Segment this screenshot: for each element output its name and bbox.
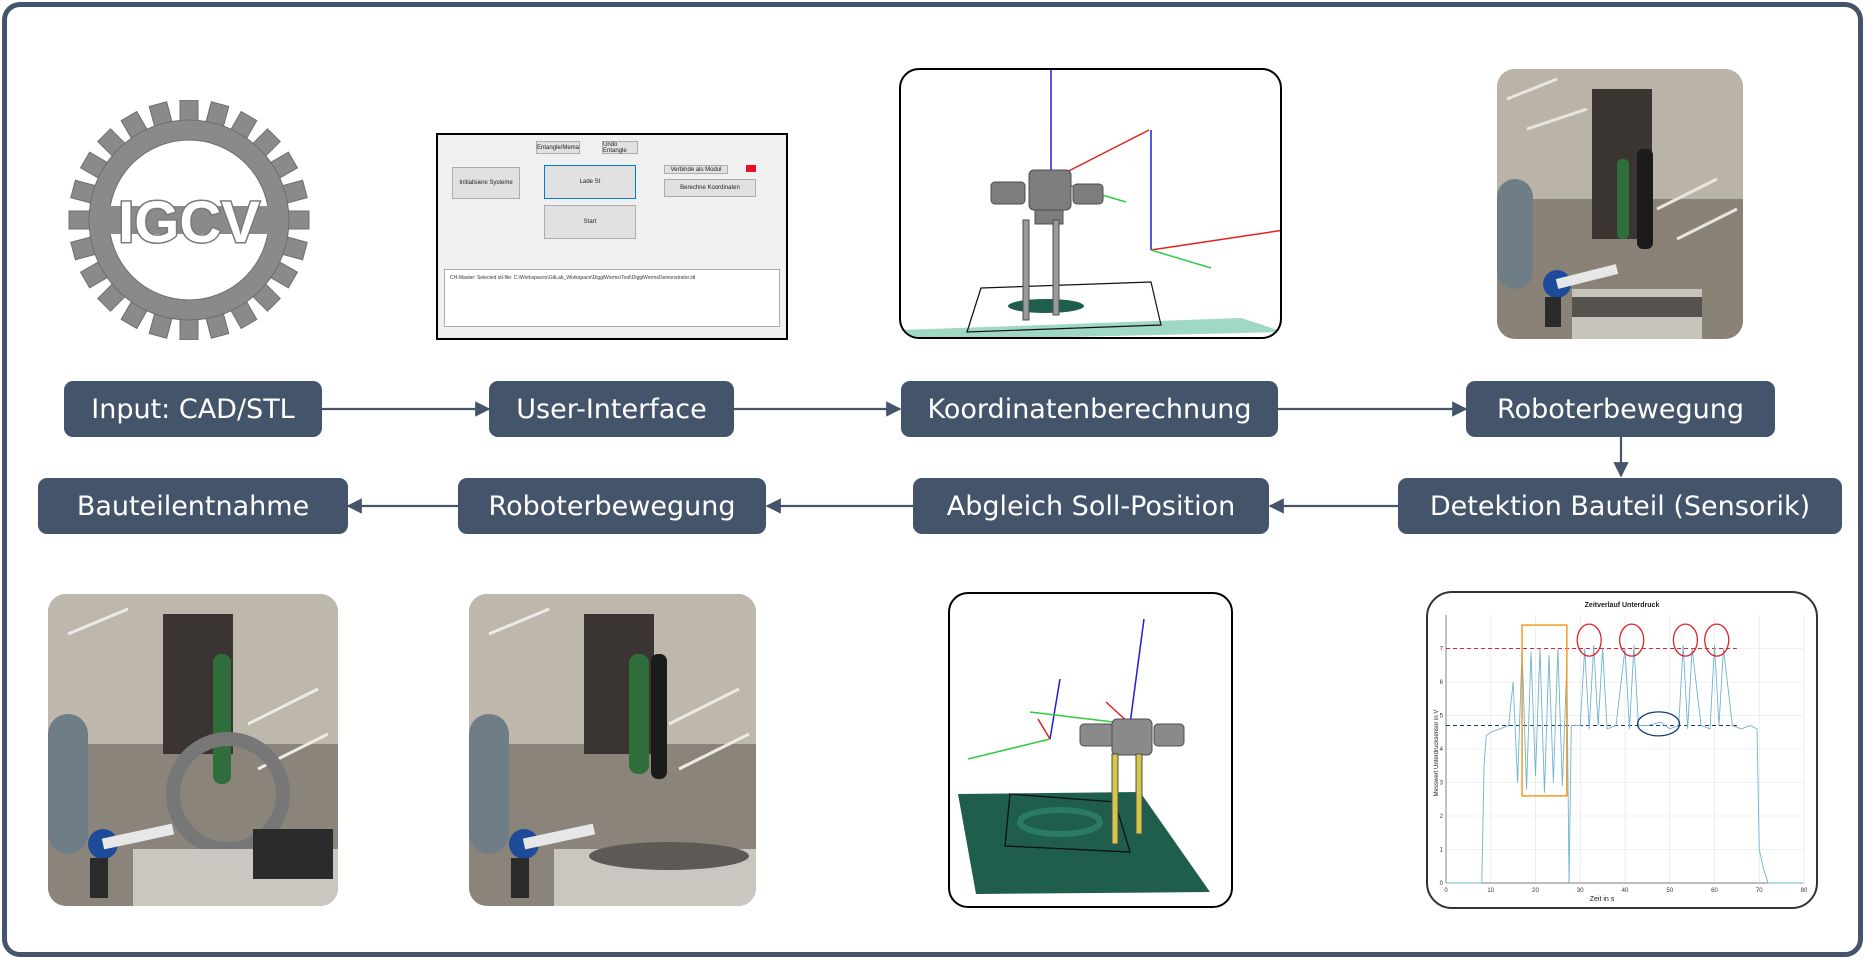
chart-title: Zeitverlauf Unterdruck bbox=[1585, 602, 1660, 609]
pressure-chart: Zeitverlauf Unterdruck Zeit in s Messwer… bbox=[1426, 591, 1818, 909]
chart-xtick-label: 40 bbox=[1622, 888, 1629, 894]
step-input-cad-stl: Input: CAD/STL bbox=[64, 381, 322, 437]
chart-xtick-label: 50 bbox=[1666, 888, 1673, 894]
chart-ytick-label: 2 bbox=[1440, 814, 1444, 820]
robot-photo-top bbox=[1497, 69, 1743, 339]
chart-xtick-label: 30 bbox=[1577, 888, 1584, 894]
chart-ytick-label: 7 bbox=[1440, 647, 1444, 653]
step-roboterbewegung-1: Roboterbewegung bbox=[1466, 381, 1775, 437]
step-koordinatenberechnung: Koordinatenberechnung bbox=[901, 381, 1278, 437]
ui-start-button: Start bbox=[544, 205, 636, 239]
abgleich-3d-view bbox=[948, 592, 1233, 908]
chart-highlight-circle bbox=[1620, 624, 1644, 656]
chart-highlight-circle bbox=[1673, 624, 1697, 656]
pressure-chart-svg: Zeitverlauf Unterdruck Zeit in s Messwer… bbox=[1428, 593, 1816, 907]
ui-screenshot: Entangle/Mema Undo Entangle Initialisier… bbox=[436, 133, 788, 340]
ui-undo-button: Undo Entangle bbox=[602, 141, 638, 154]
chart-ytick-label: 1 bbox=[1440, 848, 1444, 854]
igcv-logo-text: IGCV bbox=[118, 190, 260, 255]
ui-coords-button: Berechne Koordinaten bbox=[664, 179, 756, 197]
step-abgleich-soll-position: Abgleich Soll-Position bbox=[913, 478, 1269, 534]
ui-init-button: Initialisiere Systeme bbox=[452, 167, 520, 199]
chart-xlabel: Zeit in s bbox=[1590, 896, 1615, 903]
chart-ytick-label: 5 bbox=[1440, 714, 1444, 720]
ui-log-output: CH-Master: Selected stl-file: C:\Workspa… bbox=[444, 269, 780, 327]
chart-highlight-circle bbox=[1577, 624, 1601, 656]
chart-xtick-label: 0 bbox=[1444, 888, 1448, 894]
step-roboterbewegung-2: Roboterbewegung bbox=[458, 478, 766, 534]
robot-photo-removal bbox=[48, 594, 338, 906]
chart-ytick-label: 3 bbox=[1440, 781, 1444, 787]
chart-xtick-label: 80 bbox=[1801, 888, 1808, 894]
chart-xtick-label: 70 bbox=[1756, 888, 1763, 894]
step-detektion-bauteil: Detektion Bauteil (Sensorik) bbox=[1398, 478, 1842, 534]
step-bauteilentnahme: Bauteilentnahme bbox=[38, 478, 348, 534]
ui-connect-button: Verbinde als Modul bbox=[664, 165, 728, 174]
igcv-logo: IGCV bbox=[68, 100, 310, 340]
chart-ytick-label: 6 bbox=[1440, 680, 1444, 686]
chart-xtick-label: 60 bbox=[1711, 888, 1718, 894]
chart-xtick-label: 10 bbox=[1487, 888, 1494, 894]
ui-load-button: Lade St bbox=[544, 165, 636, 199]
chart-highlight-circle bbox=[1705, 624, 1729, 656]
ui-status-indicator bbox=[746, 165, 756, 172]
ui-extract-button: Entangle/Mema bbox=[536, 141, 580, 154]
chart-xtick-label: 20 bbox=[1532, 888, 1539, 894]
chart-ytick-label: 4 bbox=[1440, 747, 1444, 753]
step-user-interface: User-Interface bbox=[489, 381, 734, 437]
koordinaten-3d-view bbox=[899, 68, 1282, 339]
chart-ytick-label: 0 bbox=[1440, 881, 1444, 887]
robot-photo-bottom bbox=[469, 594, 756, 906]
